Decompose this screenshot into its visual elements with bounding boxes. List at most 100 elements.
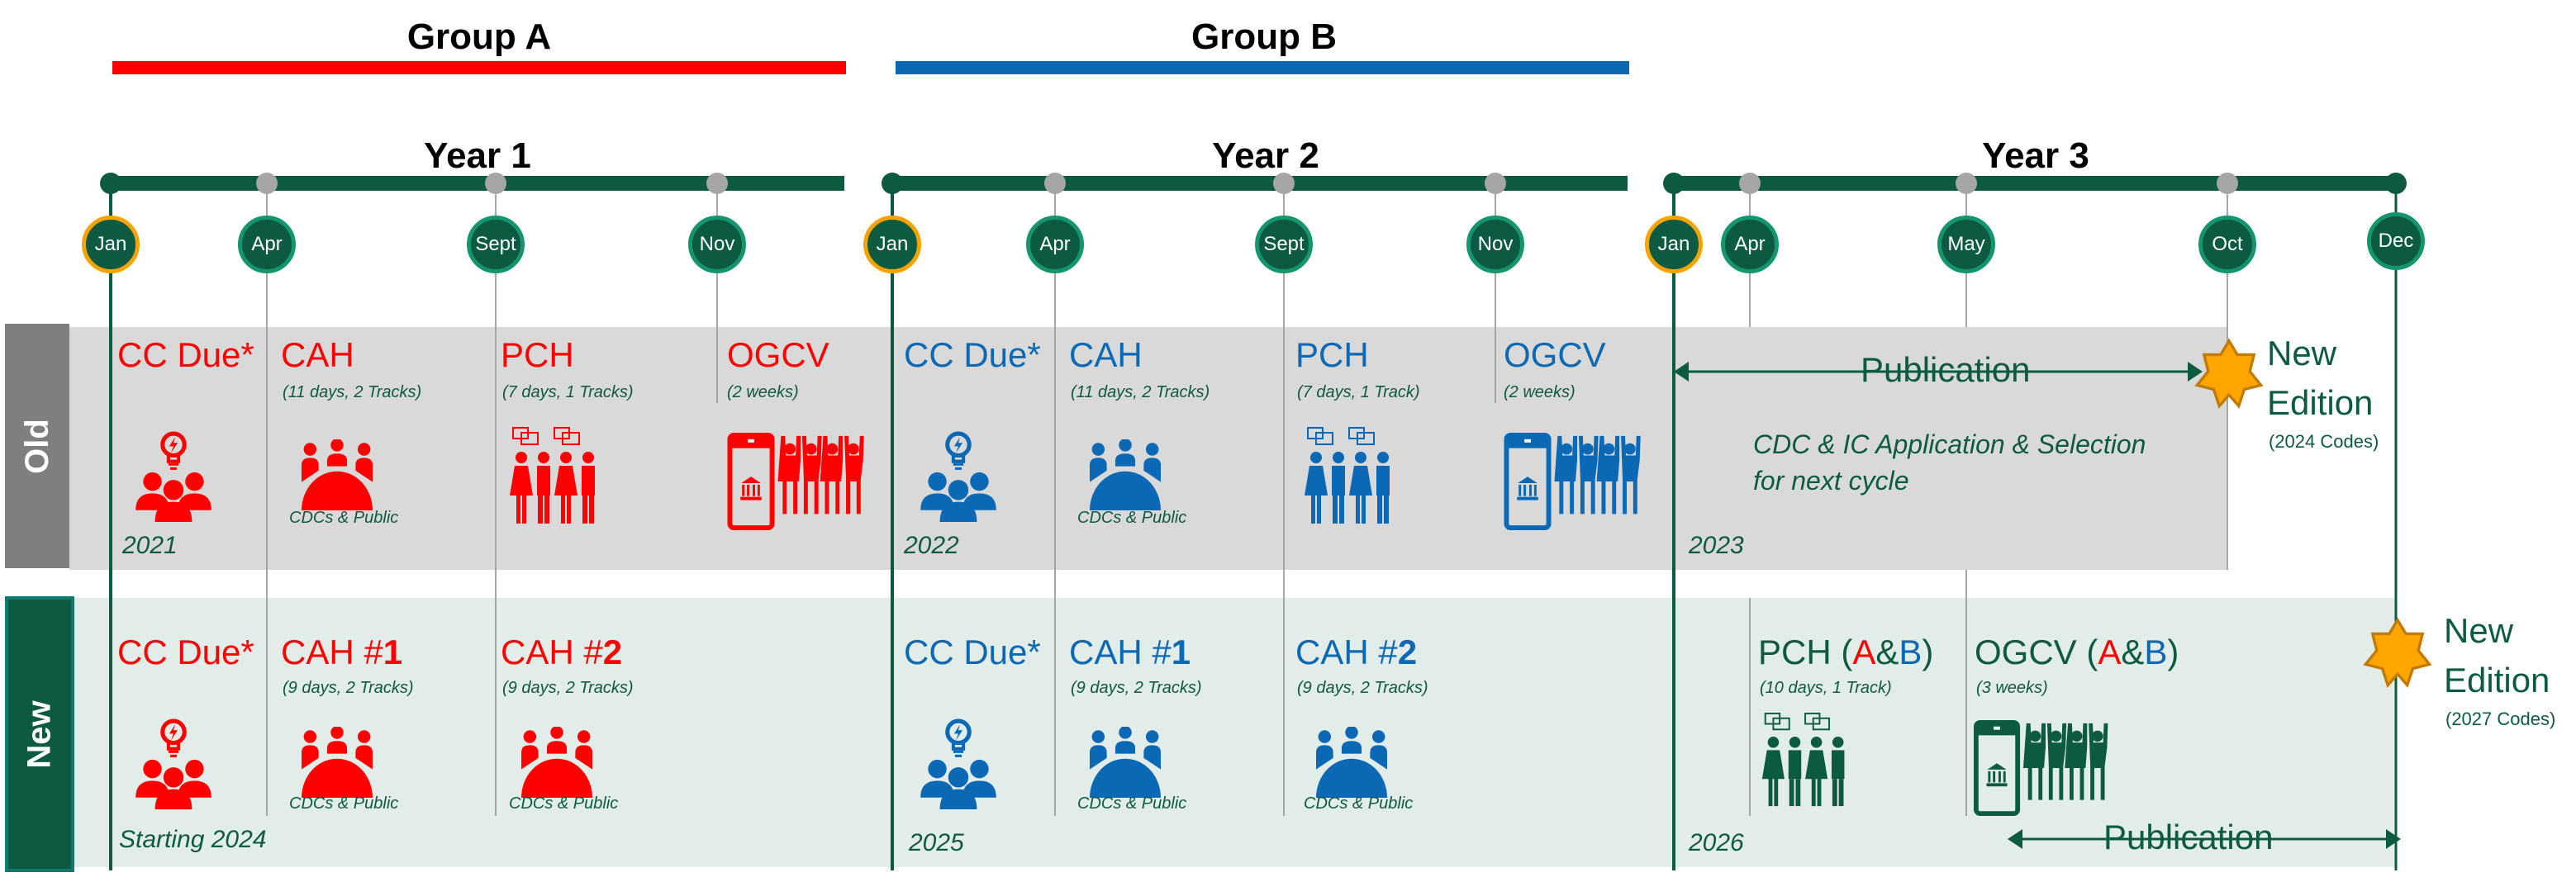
year2-month-apr: Apr <box>1026 216 1084 273</box>
old-y3-note-line2: for next cycle <box>1753 466 1909 496</box>
old-y2-ogcv-title: OGCV <box>1504 335 1606 374</box>
audience-icon <box>1077 439 1173 510</box>
ampersand: & <box>2121 633 2145 671</box>
year1-timeline-bar <box>111 176 844 191</box>
year2-title: Year 2 <box>1212 135 1319 176</box>
year2-month-sept: Sept <box>1255 216 1313 273</box>
year1-nov-dot <box>706 173 728 194</box>
new-publication-label: Publication <box>2103 818 2274 856</box>
year2-apr-line <box>1054 183 1056 816</box>
year2-timeline-bar <box>892 176 1628 191</box>
mobile-vote-icon <box>1504 433 1651 530</box>
new-y3-ogcv-sub: (3 weeks) <box>1976 679 2048 697</box>
old-row-label: Old <box>5 324 69 568</box>
new-edition-line2: Edition <box>2444 661 2550 699</box>
new-y2-cah2-title: CAH #2 <box>1295 633 1417 672</box>
new-y1-cah2-sub: (9 days, 2 Tracks) <box>502 679 634 697</box>
new-y1-cah2-caption: CDCs & Public <box>509 794 619 813</box>
year2-month-nov: Nov <box>1466 216 1524 273</box>
new-y3-year-note: 2026 <box>1689 829 1744 856</box>
close-paren: ) <box>2167 633 2179 671</box>
year2-jan-line <box>891 183 894 870</box>
old-y2-year-note: 2022 <box>904 532 959 559</box>
year2-sept-line <box>1283 183 1285 816</box>
new-y2-cc-due-title: CC Due* <box>904 633 1041 671</box>
group-a-marker: A <box>1852 633 1876 671</box>
mobile-vote-icon <box>727 433 874 530</box>
old-edition-line2: Edition <box>2267 383 2374 422</box>
old-y1-year-note: 2021 <box>122 532 178 559</box>
old-y1-cah-caption: CDCs & Public <box>289 509 399 527</box>
audience-icon <box>1077 727 1173 798</box>
star-burst-icon <box>2194 337 2264 411</box>
year3-apr-line-bottom <box>1749 598 1751 816</box>
new-edition-line1: New <box>2444 611 2514 650</box>
year2-nov-line <box>1495 183 1496 403</box>
year2-nov-dot <box>1485 173 1506 194</box>
new-edition-sub: (2027 Codes) <box>2445 709 2556 729</box>
old-y2-cah-sub: (11 days, 2 Tracks) <box>1071 383 1210 401</box>
new-y2-cah2-num: 2 <box>1397 633 1418 671</box>
year3-start-dot <box>1663 173 1685 194</box>
year3-title: Year 3 <box>1982 135 2089 176</box>
year1-apr-line <box>266 183 268 816</box>
new-y1-cah1-caption: CDCs & Public <box>289 794 399 813</box>
old-publication-label: Publication <box>1861 350 2031 389</box>
close-paren: ) <box>1922 633 1934 671</box>
year2-apr-dot <box>1044 173 1066 194</box>
new-y2-year-note: 2025 <box>909 829 964 856</box>
new-y3-ogcv-title-text: OGCV ( <box>1975 633 2098 671</box>
new-y3-pch-sub: (10 days, 1 Track) <box>1760 679 1892 697</box>
year3-dec-line <box>2394 183 2398 870</box>
old-y1-ogcv-title: OGCV <box>727 335 829 374</box>
idea-group-icon <box>915 429 1001 522</box>
year3-timeline-bar <box>1674 176 2398 191</box>
new-y2-cah1-title-text: CAH # <box>1069 633 1172 671</box>
year3-apr-dot <box>1739 173 1761 194</box>
old-y3-note-line1: CDC & IC Application & Selection <box>1753 429 2146 459</box>
old-edition-sub: (2024 Codes) <box>2269 431 2379 452</box>
discussion-people-icon <box>1300 426 1401 525</box>
year3-end-dot <box>2385 173 2407 194</box>
new-y3-pch-title-text: PCH ( <box>1758 633 1853 671</box>
idea-group-icon <box>131 717 216 809</box>
new-y1-year-note: Starting 2024 <box>119 826 267 853</box>
year1-month-jan: Jan <box>82 216 140 273</box>
new-y1-cah1-title: CAH #1 <box>281 633 402 672</box>
year3-month-oct: Oct <box>2198 216 2256 273</box>
group-a-title: Group A <box>406 17 552 57</box>
year3-month-jan: Jan <box>1645 216 1703 273</box>
new-y1-cah1-title-text: CAH # <box>281 633 383 671</box>
old-y3-year-note: 2023 <box>1689 532 1744 559</box>
old-y2-cc-due-title: CC Due* <box>904 335 1041 374</box>
year3-may-dot <box>1956 173 1977 194</box>
group-b-bar <box>896 61 1629 74</box>
audience-icon <box>509 727 605 798</box>
idea-group-icon <box>131 429 216 522</box>
year1-nov-line <box>716 183 718 403</box>
new-y2-cah2-caption: CDCs & Public <box>1304 794 1414 813</box>
year3-month-may: May <box>1937 216 1995 273</box>
new-y1-cah1-sub: (9 days, 2 Tracks) <box>283 679 414 697</box>
year1-sept-dot <box>485 173 506 194</box>
year3-oct-dot <box>2217 173 2238 194</box>
new-y2-cah2-title-text: CAH # <box>1295 633 1398 671</box>
old-y1-pch-title: PCH <box>501 335 574 374</box>
audience-icon <box>289 727 385 798</box>
year3-month-dec: Dec <box>2367 212 2425 270</box>
old-y2-cah-title: CAH <box>1069 335 1143 374</box>
year2-sept-dot <box>1273 173 1295 194</box>
new-y1-cah1-num: 1 <box>383 633 403 671</box>
old-y2-ogcv-sub: (2 weeks) <box>1504 383 1576 401</box>
audience-icon <box>1304 727 1400 798</box>
ampersand: & <box>1875 633 1899 671</box>
group-a-marker: A <box>2098 633 2122 671</box>
idea-group-icon <box>915 717 1001 809</box>
discussion-people-icon <box>506 426 606 525</box>
new-y3-pch-title: PCH (A&B) <box>1758 633 1933 672</box>
old-row-label-text: Old <box>18 418 55 474</box>
old-y1-cah-sub: (11 days, 2 Tracks) <box>283 383 422 401</box>
new-y3-ogcv-title: OGCV (A&B) <box>1975 633 2179 672</box>
new-y2-cah1-title: CAH #1 <box>1069 633 1191 672</box>
year1-month-sept: Sept <box>467 216 525 273</box>
